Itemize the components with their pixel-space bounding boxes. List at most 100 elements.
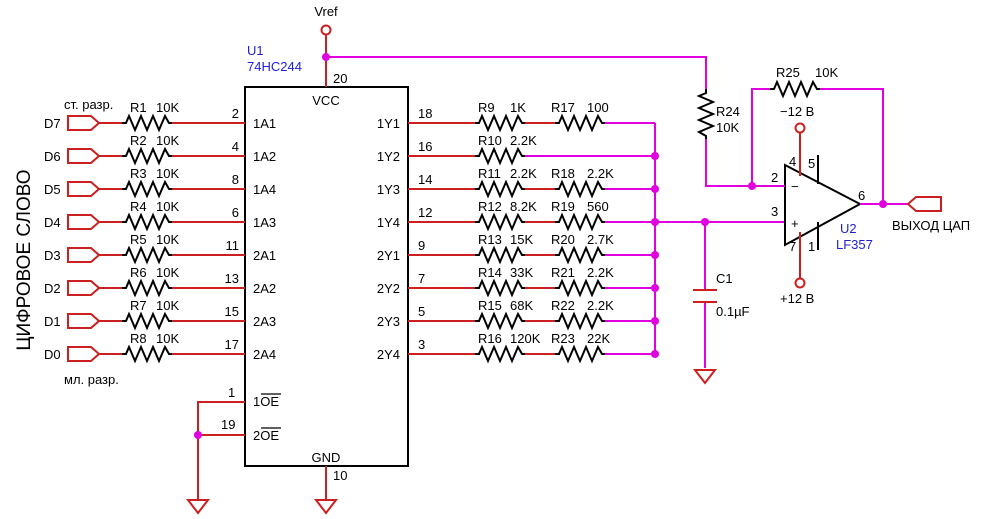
input-resistor-value: 10K <box>156 133 179 148</box>
input-resistor-ref: R3 <box>130 166 147 181</box>
output-resistor-b-value: 560 <box>587 199 609 214</box>
input-port <box>67 247 100 263</box>
input-resistor <box>121 247 173 263</box>
c1-value: 0.1µF <box>716 304 750 319</box>
u1-gnd-label: GND <box>312 450 341 465</box>
output-resistor-a <box>474 313 526 329</box>
output-resistor-b <box>554 346 606 362</box>
output-pin-number: 9 <box>418 238 425 253</box>
output-resistor-a <box>474 181 526 197</box>
u1-vcc-pin: 20 <box>333 71 347 86</box>
input-pin-function: 2A4 <box>253 347 276 362</box>
input-resistor <box>121 214 173 230</box>
output-resistor-b-ref: R17 <box>551 100 575 115</box>
output-resistor-b-value: 2.2K <box>587 166 614 181</box>
input-resistor <box>121 280 173 296</box>
output-resistor-a <box>474 148 526 164</box>
input-resistor-ref: R5 <box>130 232 147 247</box>
output-resistor-a-ref: R14 <box>478 265 502 280</box>
u2-pin5: 5 <box>808 156 815 171</box>
output-resistor-a <box>474 115 526 131</box>
output-resistor-b-value: 2.7K <box>587 232 614 247</box>
output-resistor-a-ref: R13 <box>478 232 502 247</box>
output-resistor-a-ref: R12 <box>478 199 502 214</box>
input-side-label: ЦИФРОВОЕ СЛОВО <box>14 169 35 350</box>
u1-oe1-label: 1OE <box>253 394 279 409</box>
svg-text:−: − <box>791 179 799 194</box>
output-resistor-b <box>554 313 606 329</box>
input-resistor-value: 10K <box>156 100 179 115</box>
input-port-label: D2 <box>44 281 61 296</box>
output-pin-number: 7 <box>418 271 425 286</box>
output-resistor-b-ref: R23 <box>551 331 575 346</box>
input-resistor-value: 10K <box>156 265 179 280</box>
input-pin-function: 2A2 <box>253 281 276 296</box>
output-pin-function: 1Y1 <box>377 116 400 131</box>
r24-resistor <box>698 88 714 140</box>
output-resistor-b <box>554 214 606 230</box>
output-pin-function: 2Y1 <box>377 248 400 263</box>
output-resistor-a-value: 120K <box>510 331 541 346</box>
input-resistor-value: 10K <box>156 166 179 181</box>
u2-pin7: 7 <box>789 239 796 254</box>
u2-part: LF357 <box>836 237 873 252</box>
input-port <box>67 214 100 230</box>
input-pin-function: 2A1 <box>253 248 276 263</box>
input-resistor-ref: R6 <box>130 265 147 280</box>
input-port-label: D4 <box>44 215 61 230</box>
lsb-label: мл. разр. <box>64 372 119 387</box>
u1-vcc-label: VCC <box>312 93 339 108</box>
output-pin-number: 18 <box>418 106 432 121</box>
output-resistor-b <box>554 280 606 296</box>
input-resistor <box>121 346 173 362</box>
r24-ref: R24 <box>716 104 740 119</box>
r24-value: 10K <box>716 120 739 135</box>
output-pin-number: 3 <box>418 337 425 352</box>
output-resistor-a-ref: R15 <box>478 298 502 313</box>
svg-text:+: + <box>791 216 799 231</box>
input-port-label: D1 <box>44 314 61 329</box>
u2-pin-minus: 2 <box>771 170 778 185</box>
output-resistor-a-value: 33K <box>510 265 533 280</box>
u2-pin1: 1 <box>808 239 815 254</box>
output-pin-number: 5 <box>418 304 425 319</box>
input-port <box>67 115 100 131</box>
input-port-label: D0 <box>44 347 61 362</box>
input-port <box>67 280 100 296</box>
input-resistor-ref: R4 <box>130 199 147 214</box>
input-pin-number: 6 <box>232 205 239 220</box>
c1-ref: C1 <box>716 271 733 286</box>
u2-pin-out: 6 <box>858 188 865 203</box>
input-pin-function: 1A2 <box>253 149 276 164</box>
output-pin-function: 2Y4 <box>377 347 400 362</box>
output-pin-function: 1Y4 <box>377 215 400 230</box>
input-port <box>67 181 100 197</box>
input-resistor <box>121 148 173 164</box>
u2-opamp: − + <box>748 88 908 289</box>
output-resistor-a <box>474 247 526 263</box>
output-resistor-a-value: 68K <box>510 298 533 313</box>
output-resistor-b-ref: R20 <box>551 232 575 247</box>
input-pin-number: 8 <box>232 172 239 187</box>
u2-pin4: 4 <box>789 154 796 169</box>
output-pin-number: 16 <box>418 139 432 154</box>
output-port <box>906 196 942 212</box>
input-port-label: D5 <box>44 182 61 197</box>
input-resistor-ref: R7 <box>130 298 147 313</box>
input-port <box>67 346 100 362</box>
input-pin-number: 13 <box>225 271 239 286</box>
output-resistor-b-ref: R21 <box>551 265 575 280</box>
input-row: D2 R6 10K 13 2A2 <box>44 265 276 296</box>
